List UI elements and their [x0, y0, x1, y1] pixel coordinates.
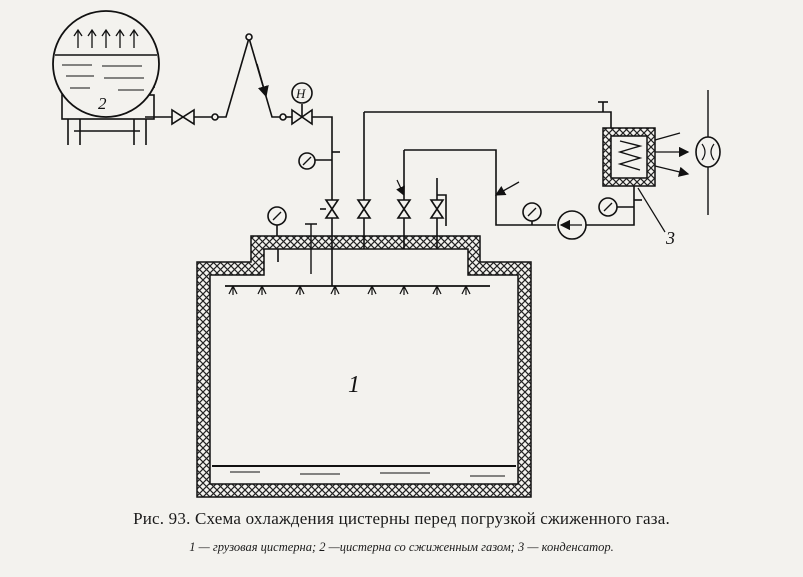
- cooling-scheme-diagram: Н: [52, 10, 721, 498]
- figure-legend: 1 — грузовая цистерна; 2 —цистерна со сж…: [189, 540, 614, 554]
- tank-number-label: 1: [348, 372, 360, 398]
- spray-nozzles: [228, 285, 471, 295]
- gauge-h-icon: [291, 82, 313, 104]
- condenser-number-label: 3: [665, 228, 675, 248]
- storage-tank: [52, 10, 160, 145]
- storage-tank-number-label: 2: [98, 94, 107, 113]
- tank-insulation: [196, 235, 532, 498]
- condenser: [602, 127, 690, 233]
- vapor-line: [364, 111, 612, 138]
- gauge-h-label: Н: [295, 86, 306, 101]
- cargo-tank: [196, 235, 532, 498]
- fan-icon: [695, 90, 721, 215]
- supply-pipe: [145, 33, 333, 200]
- tank-inlet-valves: [320, 112, 447, 286]
- thermometer-icon: [305, 223, 317, 274]
- figure-caption: Рис. 93. Схема охлаждения цистерны перед…: [133, 509, 670, 528]
- valve-storage-outlet: [171, 108, 195, 126]
